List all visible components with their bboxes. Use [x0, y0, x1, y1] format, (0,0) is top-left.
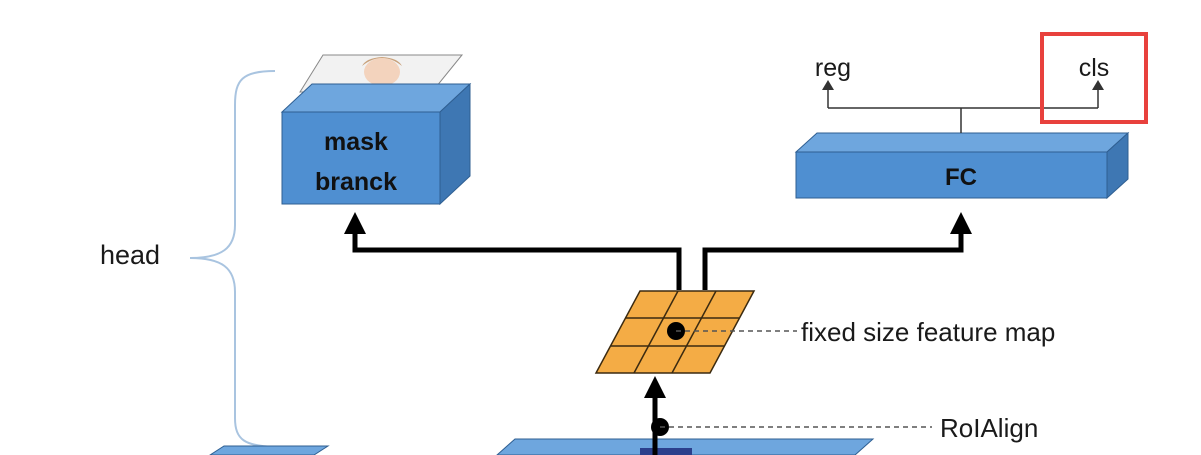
arrow-to-mask-branch	[352, 228, 682, 290]
cls-arrowhead	[1092, 80, 1104, 90]
feature-map-label: fixed size feature map	[801, 317, 1055, 347]
head-label: head	[100, 240, 160, 270]
roialign-label: RoIAlign	[940, 413, 1038, 443]
mask-branch-label-line2: branck	[315, 168, 397, 196]
fc-arrowhead	[950, 212, 972, 234]
arrow-to-fc	[702, 228, 964, 290]
mask-branch-box	[280, 82, 472, 206]
fc-box	[794, 131, 1130, 200]
reg-label: reg	[815, 54, 851, 82]
mask-branch-label-line1: mask	[324, 128, 388, 156]
head-brace	[189, 70, 276, 448]
bottom-roi-marker	[640, 448, 692, 455]
output-connectors	[827, 86, 1099, 133]
mask-branch-arrowhead	[344, 212, 366, 234]
bottom-left-box	[209, 445, 330, 455]
cls-label: cls	[1079, 54, 1110, 82]
bottom-feature-box	[496, 438, 875, 455]
cls-highlight-box	[1040, 32, 1148, 124]
fc-label: FC	[945, 164, 977, 191]
feature-map-arrowhead	[644, 376, 666, 398]
reg-arrowhead	[822, 80, 834, 90]
